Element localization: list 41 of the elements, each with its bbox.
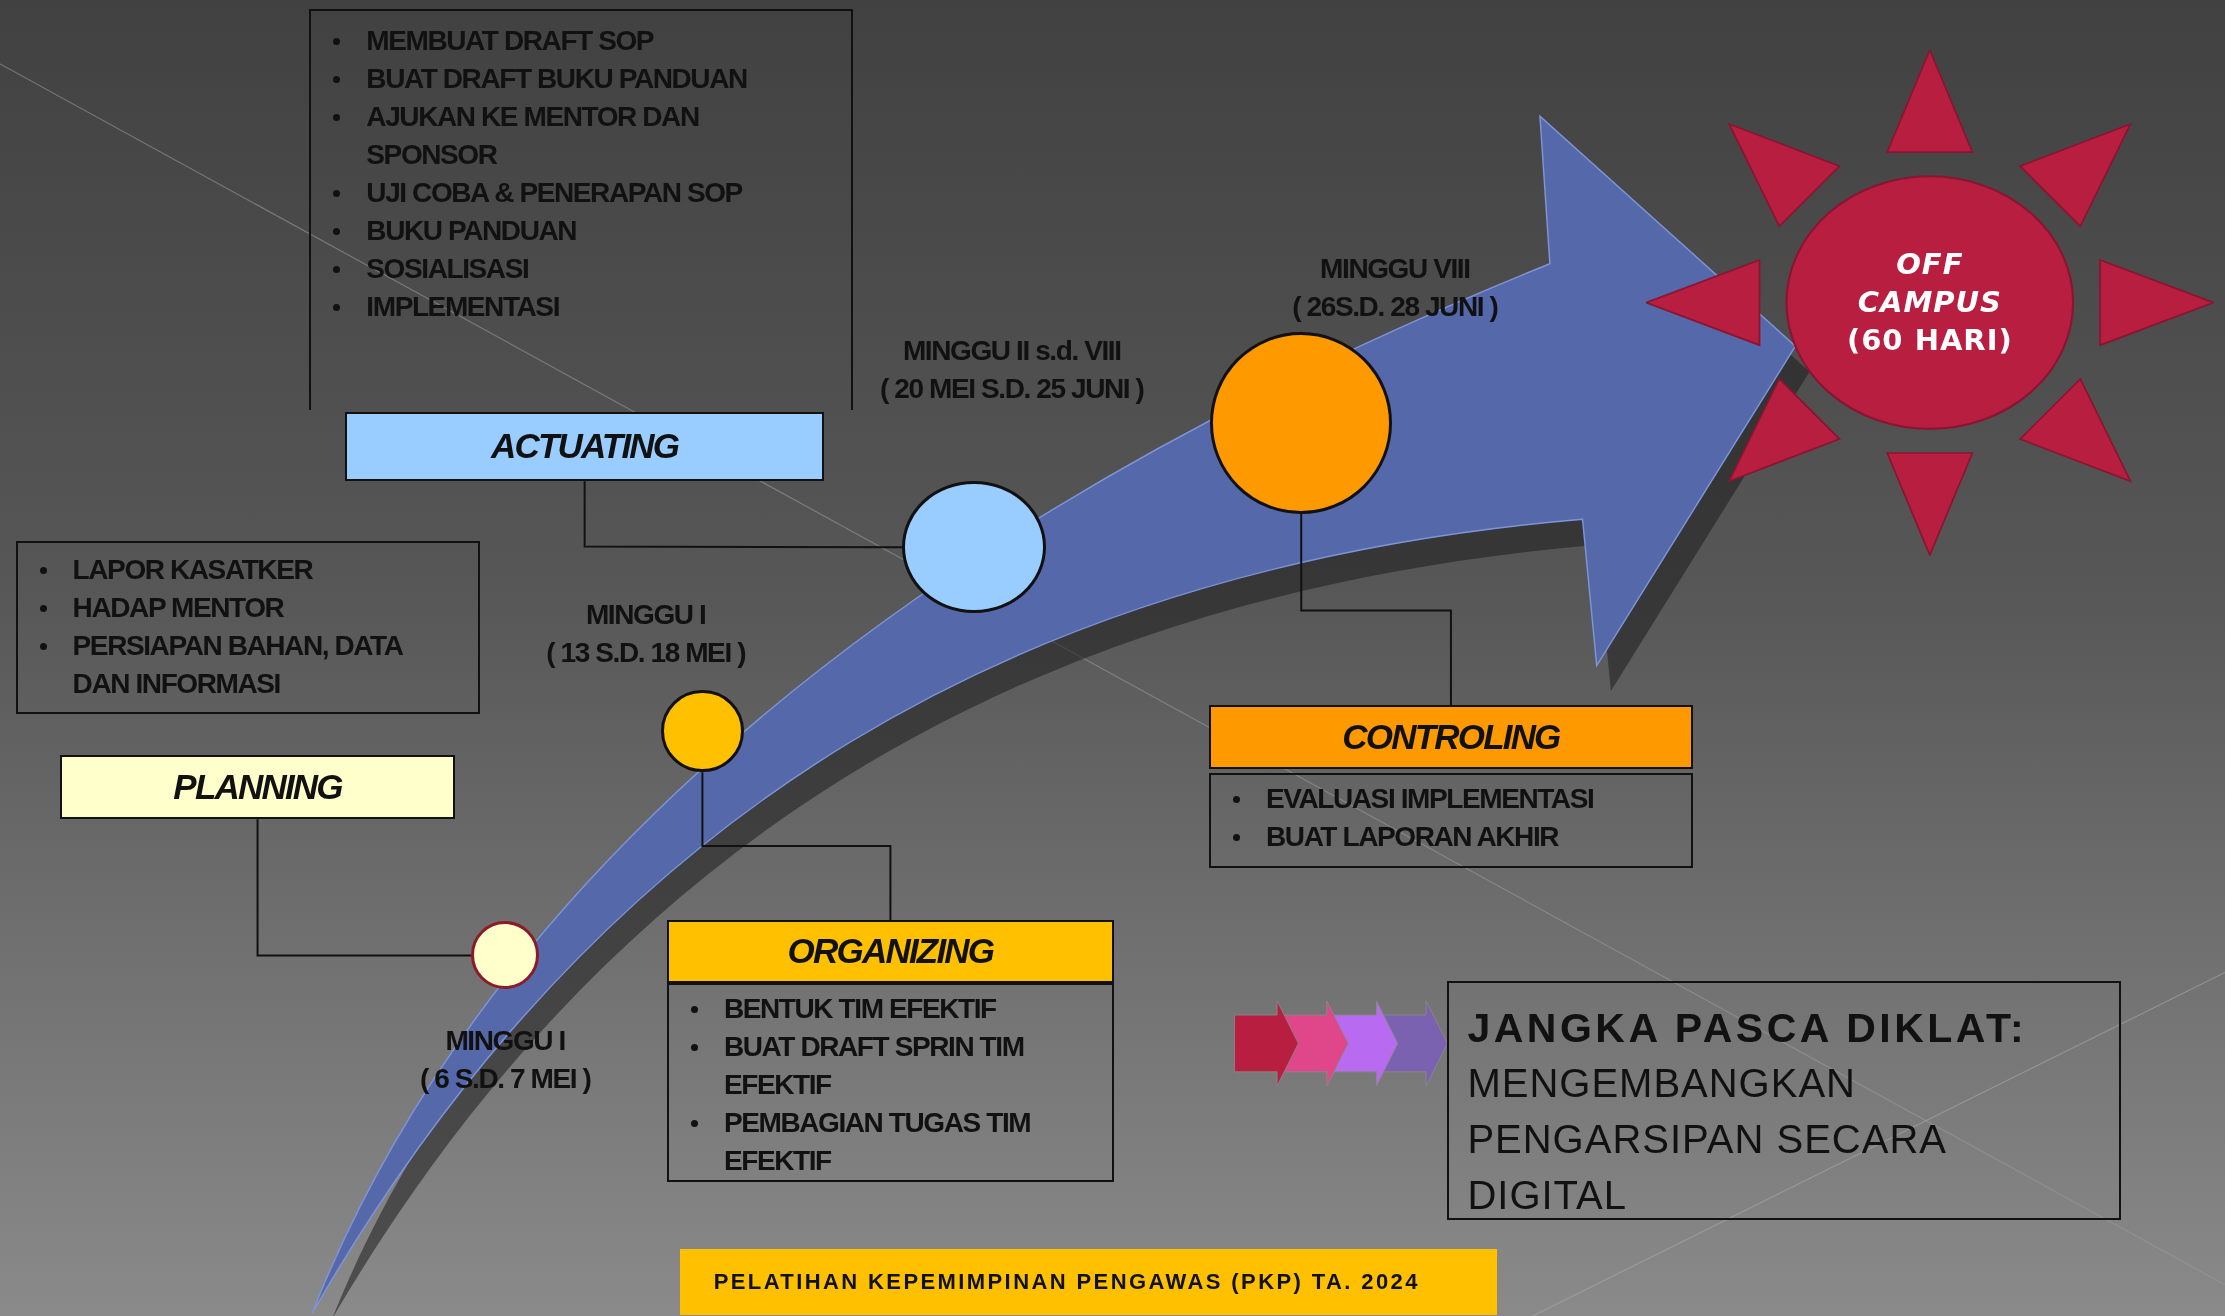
phase-title: CONTROLING <box>1342 717 1560 758</box>
list-item: BUKU PANDUAN <box>366 213 577 248</box>
list-item: UJI COBA & PENERAPAN SOP <box>366 175 742 210</box>
list-item: SOSIALISASI <box>366 251 529 286</box>
phase-title: ORGANIZING <box>787 931 994 972</box>
list-item: BUAT LAPORAN AKHIR <box>1266 819 1559 854</box>
list-item: EVALUASI IMPLEMENTASI <box>1266 781 1594 816</box>
time-label: MINGGU I <box>585 597 706 632</box>
connector-line <box>583 480 904 549</box>
sun-label: (60 HARI) <box>1845 322 2014 360</box>
list-item: BUAT DRAFT SPRIN TIM EFEKTIF <box>723 1029 1025 1102</box>
note-box <box>1447 980 2122 1221</box>
list-item: PERSIAPAN BAHAN, DATA DAN INFORMASI <box>72 629 403 702</box>
phase-label-box <box>1209 705 1693 770</box>
chevron-arrows <box>1234 1000 1448 1087</box>
time-label: ( 13 S.D. 18 MEI ) <box>546 635 746 670</box>
bullet-list-box <box>15 540 480 714</box>
note-heading: JANGKA PASCA DIKLAT: <box>1467 1003 2029 1053</box>
phase-label-box <box>666 919 1114 984</box>
connector-line <box>1300 512 1452 707</box>
time-label: ( 20 MEI S.D. 25 JUNI ) <box>880 372 1144 407</box>
list-item: IMPLEMENTASI <box>366 289 559 324</box>
bullet-list-box <box>1209 773 1693 869</box>
note-body: MENGEMBANGKAN PENGARSIPAN SECARA DIGITAL <box>1467 1059 1947 1219</box>
bullet-list-box <box>666 983 1114 1182</box>
list-item: HADAP MENTOR <box>72 591 284 626</box>
time-label: MINGGU VIII <box>1320 251 1470 286</box>
sun-label: OFF CAMPUS <box>1856 246 2003 322</box>
phase-label-box <box>59 754 456 819</box>
phase-label-box <box>344 411 825 482</box>
list-item: PEMBAGIAN TUGAS TIM EFEKTIF <box>723 1105 1032 1178</box>
connector-line <box>256 818 473 957</box>
footer-text: PELATIHAN KEPEMIMPINAN PENGAWAS (PKP) TA. 2024 <box>713 1269 1420 1296</box>
time-label: MINGGU II s.d. VIII <box>902 334 1121 369</box>
phase-title: PLANNING <box>173 766 342 807</box>
phase-title: ACTUATING <box>490 426 679 467</box>
list-item: BENTUK TIM EFEKTIF <box>723 991 996 1026</box>
footer-band <box>679 1248 1498 1316</box>
connector-line <box>701 771 892 921</box>
bullet-list-box <box>309 8 853 411</box>
list-item: LAPOR KASATKER <box>72 553 313 588</box>
